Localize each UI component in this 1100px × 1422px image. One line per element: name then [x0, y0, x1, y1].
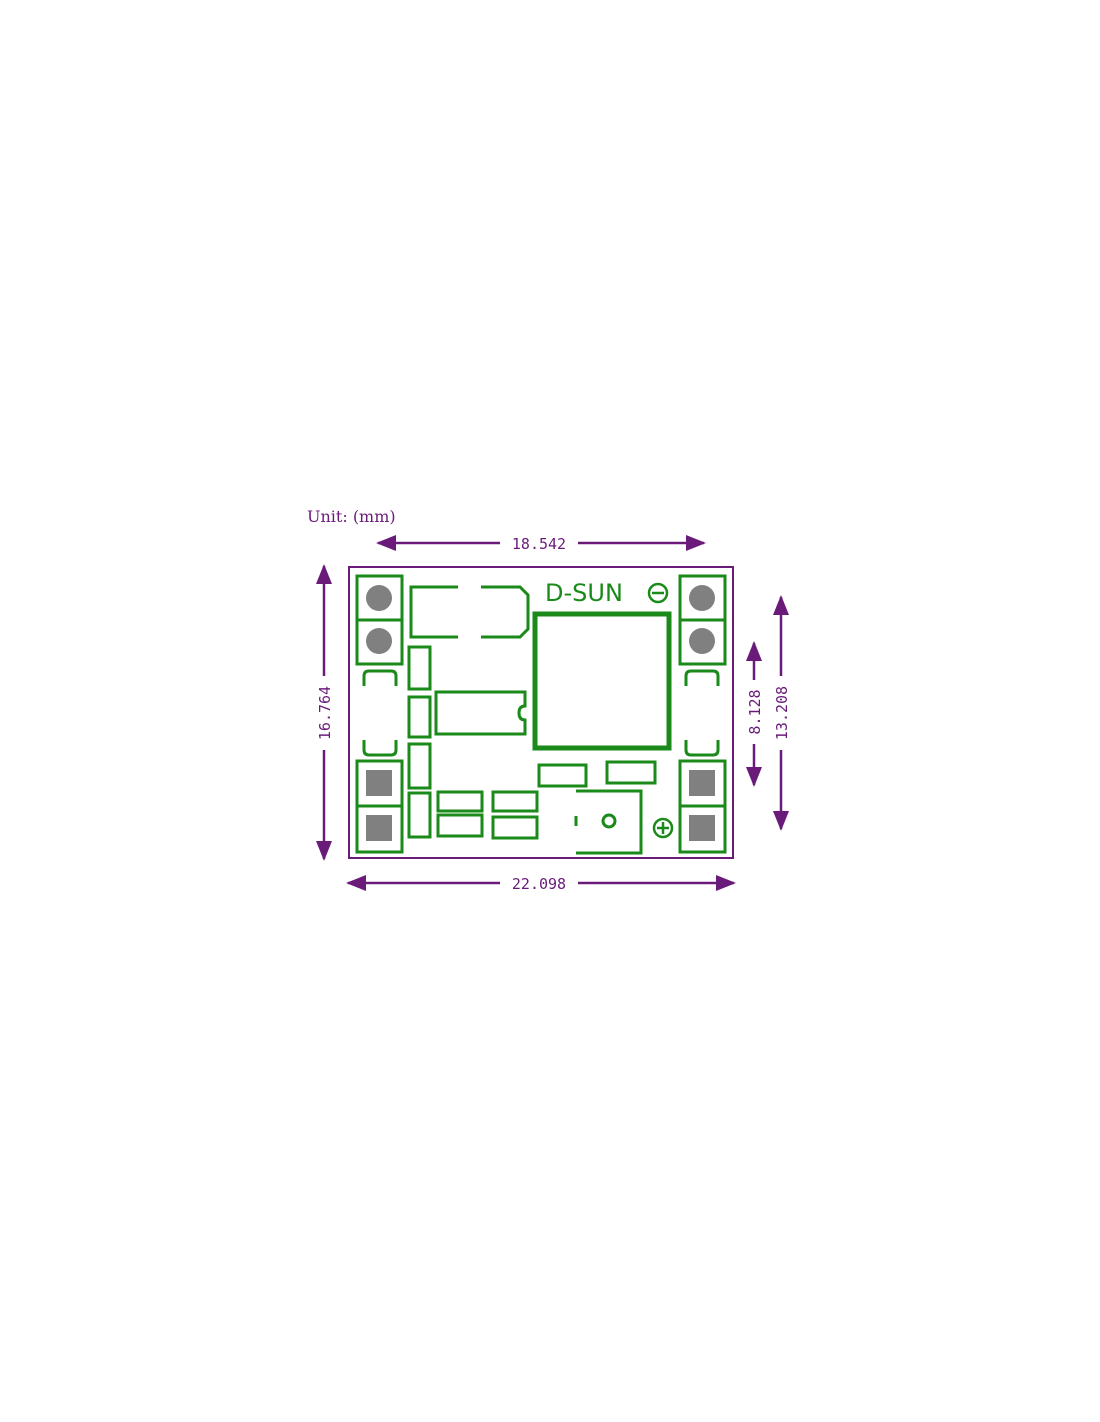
dimension-total-width-label: 22.098 [512, 875, 566, 893]
resistor-v4 [407, 791, 432, 839]
inductor [532, 611, 672, 751]
capacitor-left [362, 669, 398, 757]
capacitor-right [684, 669, 720, 757]
dimension-left-height-label: 16.764 [316, 686, 334, 740]
dimension-total-width: 22.098 [346, 875, 736, 893]
pad-square-bl-1 [366, 770, 392, 796]
pad-square-bl-2 [366, 815, 392, 841]
resistor-h3 [436, 790, 484, 813]
resistor-v3 [407, 742, 432, 790]
dimension-left-height: 16.764 [316, 564, 334, 861]
potentiometer-outline [576, 789, 643, 855]
dimension-inner-height: 8.128 [746, 641, 764, 787]
dimension-top-width: 18.542 [376, 535, 706, 553]
pad-round-tl-1 [366, 585, 392, 611]
resistor-h1 [537, 763, 588, 788]
board-outline [348, 566, 734, 859]
silkscreen [355, 574, 727, 855]
diode-outline [409, 585, 530, 639]
pads [366, 585, 715, 841]
potentiometer-screw [601, 813, 617, 829]
negative-symbol [647, 582, 669, 604]
unit-label: Unit: (mm) [307, 507, 396, 526]
positive-symbol [652, 817, 674, 839]
dimension-right-height-label: 13.208 [773, 686, 791, 740]
dimension-inner-height-label: 8.128 [746, 689, 764, 734]
ic-chip [434, 690, 527, 736]
dimension-right-height: 13.208 [773, 595, 791, 831]
pad-round-tr-2 [689, 628, 715, 654]
resistor-v2 [407, 695, 432, 739]
dimension-top-width-label: 18.542 [512, 535, 566, 553]
brand-label: D-SUN [545, 579, 623, 607]
resistor-h2 [605, 760, 657, 785]
pad-square-br-2 [689, 815, 715, 841]
pad-square-br-1 [689, 770, 715, 796]
resistor-h4 [436, 813, 484, 838]
pad-round-tl-2 [366, 628, 392, 654]
pad-round-tr-1 [689, 585, 715, 611]
resistor-h5 [491, 790, 539, 813]
resistor-v1 [407, 645, 432, 691]
resistor-h6 [491, 815, 539, 840]
